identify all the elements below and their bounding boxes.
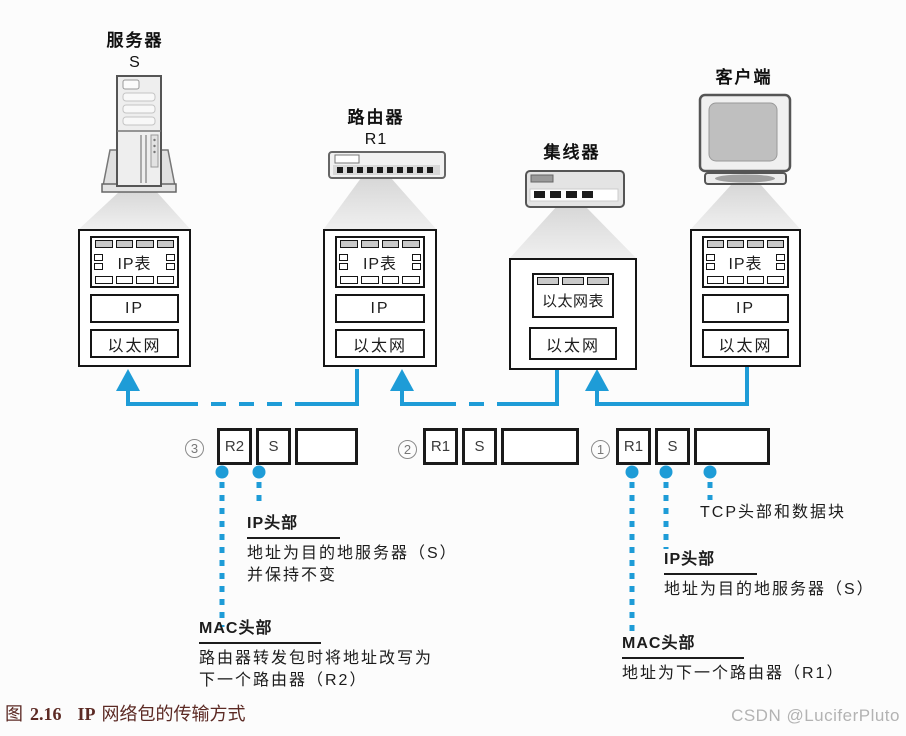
left-mac-line2: 下一个路由器（R2） bbox=[199, 672, 368, 689]
router-label: 路由器 R1 bbox=[321, 107, 431, 151]
server-ip-layer-label: IP bbox=[124, 299, 145, 317]
router-ip-table: IP表 bbox=[335, 236, 425, 288]
left-mac-line1: 路由器转发包时将地址改写为 bbox=[199, 650, 434, 667]
hub-cone bbox=[509, 206, 637, 259]
arrowhead-to-server bbox=[116, 369, 140, 391]
packet1-data-box bbox=[694, 428, 770, 465]
client-monitor-icon bbox=[698, 93, 792, 185]
router-cone bbox=[323, 178, 437, 230]
left-mac-annotation: MAC头部 路由器转发包时将地址改写为 下一个路由器（R2） bbox=[199, 618, 433, 692]
router-ip-table-label: IP表 bbox=[362, 256, 398, 273]
client-cone bbox=[690, 185, 801, 230]
packet2-data-box bbox=[501, 428, 579, 465]
tcp-data-label: TCP头部和数据块 bbox=[700, 504, 847, 521]
router-ip-layer: IP bbox=[335, 294, 425, 323]
left-ip-line2: 并保持不变 bbox=[247, 567, 338, 584]
router-protocol-stack: IP表 IP 以太网 bbox=[323, 229, 437, 367]
right-ip-title: IP头部 bbox=[664, 549, 757, 575]
arrowhead-to-router bbox=[390, 369, 414, 391]
caption-prefix: 图 bbox=[5, 704, 23, 724]
hub-protocol-stack: 以太网表 以太网 bbox=[509, 258, 637, 370]
left-ip-annotation: IP头部 地址为目的地服务器（S） 并保持不变 bbox=[247, 513, 458, 587]
server-tower-icon bbox=[101, 75, 177, 193]
leader-lines-left bbox=[219, 482, 262, 627]
server-ethernet-layer-label: 以太网 bbox=[107, 337, 162, 355]
client-ip-layer-label: IP bbox=[735, 299, 756, 317]
server-label: 服务器 S bbox=[80, 30, 190, 74]
table-edge-cells bbox=[776, 254, 785, 270]
server-ip-table-label: IP表 bbox=[117, 256, 152, 273]
table-edge-cells bbox=[706, 254, 715, 270]
router-name: 路由器 bbox=[347, 108, 405, 127]
client-ip-table: IP表 bbox=[702, 236, 789, 288]
router-ethernet-layer-label: 以太网 bbox=[352, 337, 407, 355]
packet1-mac-box: R1 bbox=[616, 428, 651, 465]
server-id: S bbox=[129, 54, 141, 71]
arrow-hub-to-router bbox=[400, 370, 559, 406]
hub-ethernet-layer: 以太网 bbox=[529, 327, 617, 360]
hub-device-icon bbox=[525, 170, 625, 208]
server-protocol-stack: IP表 IP 以太网 bbox=[78, 229, 191, 367]
hub-label: 集线器 bbox=[517, 142, 627, 164]
router-ethernet-layer: 以太网 bbox=[335, 329, 425, 358]
table-edge-cells bbox=[166, 254, 175, 270]
server-ip-layer: IP bbox=[90, 294, 179, 323]
caption-number: 2.16 bbox=[30, 704, 62, 724]
client-ip-layer: IP bbox=[702, 294, 789, 323]
caption-title: 网络包的传输方式 bbox=[101, 704, 246, 724]
server-cone bbox=[78, 190, 191, 230]
router-id: R1 bbox=[364, 131, 388, 148]
left-mac-title: MAC头部 bbox=[199, 618, 321, 644]
packet2-ip-box: S bbox=[462, 428, 497, 465]
hub-ethernet-layer-label: 以太网 bbox=[545, 337, 600, 355]
leader-dots-right bbox=[625, 465, 717, 479]
right-mac-line1: 地址为下一个路由器（R1） bbox=[622, 665, 845, 682]
arrowhead-to-hub bbox=[585, 369, 609, 391]
packet3-number: 3 bbox=[185, 439, 204, 458]
packet3-mac-box: R2 bbox=[217, 428, 252, 465]
router-device-icon bbox=[328, 151, 446, 179]
table-edge-cells bbox=[339, 254, 348, 270]
server-ip-table: IP表 bbox=[90, 236, 179, 288]
packet2-number: 2 bbox=[398, 440, 417, 459]
right-ip-annotation: IP头部 地址为目的地服务器（S） bbox=[664, 549, 875, 601]
leader-lines-right bbox=[629, 482, 713, 631]
table-edge-cells bbox=[412, 254, 421, 270]
client-ethernet-layer-label: 以太网 bbox=[718, 337, 773, 355]
leader-dots-left bbox=[215, 465, 266, 479]
client-ip-table-label: IP表 bbox=[728, 256, 763, 273]
hub-name: 集线器 bbox=[543, 143, 601, 162]
client-label: 客户端 bbox=[689, 67, 799, 89]
arrow-router-to-server bbox=[126, 369, 359, 406]
client-name: 客户端 bbox=[715, 68, 773, 87]
client-ethernet-layer: 以太网 bbox=[702, 329, 789, 358]
hub-ethernet-table: 以太网表 bbox=[532, 273, 614, 318]
packet3-ip-box: S bbox=[256, 428, 291, 465]
arrow-client-to-hub bbox=[595, 367, 749, 406]
left-ip-title: IP头部 bbox=[247, 513, 340, 539]
caption-title-bold: IP bbox=[77, 704, 96, 724]
packet2-mac-box: R1 bbox=[423, 428, 458, 465]
server-ethernet-layer: 以太网 bbox=[90, 329, 179, 358]
client-protocol-stack: IP表 IP 以太网 bbox=[690, 229, 801, 367]
left-ip-line1: 地址为目的地服务器（S） bbox=[247, 545, 458, 562]
packet1-number: 1 bbox=[591, 440, 610, 459]
router-ip-layer-label: IP bbox=[370, 299, 390, 317]
csdn-watermark: CSDN @LuciferPluto bbox=[731, 706, 900, 725]
table-edge-cells bbox=[94, 254, 103, 270]
right-mac-title: MAC头部 bbox=[622, 633, 744, 659]
right-mac-annotation: MAC头部 地址为下一个路由器（R1） bbox=[622, 633, 844, 685]
packet3-data-box bbox=[295, 428, 358, 465]
right-ip-line1: 地址为目的地服务器（S） bbox=[664, 581, 875, 598]
server-name: 服务器 bbox=[106, 31, 164, 50]
packet1-ip-box: S bbox=[655, 428, 690, 465]
hub-ethernet-table-label: 以太网表 bbox=[541, 293, 604, 310]
